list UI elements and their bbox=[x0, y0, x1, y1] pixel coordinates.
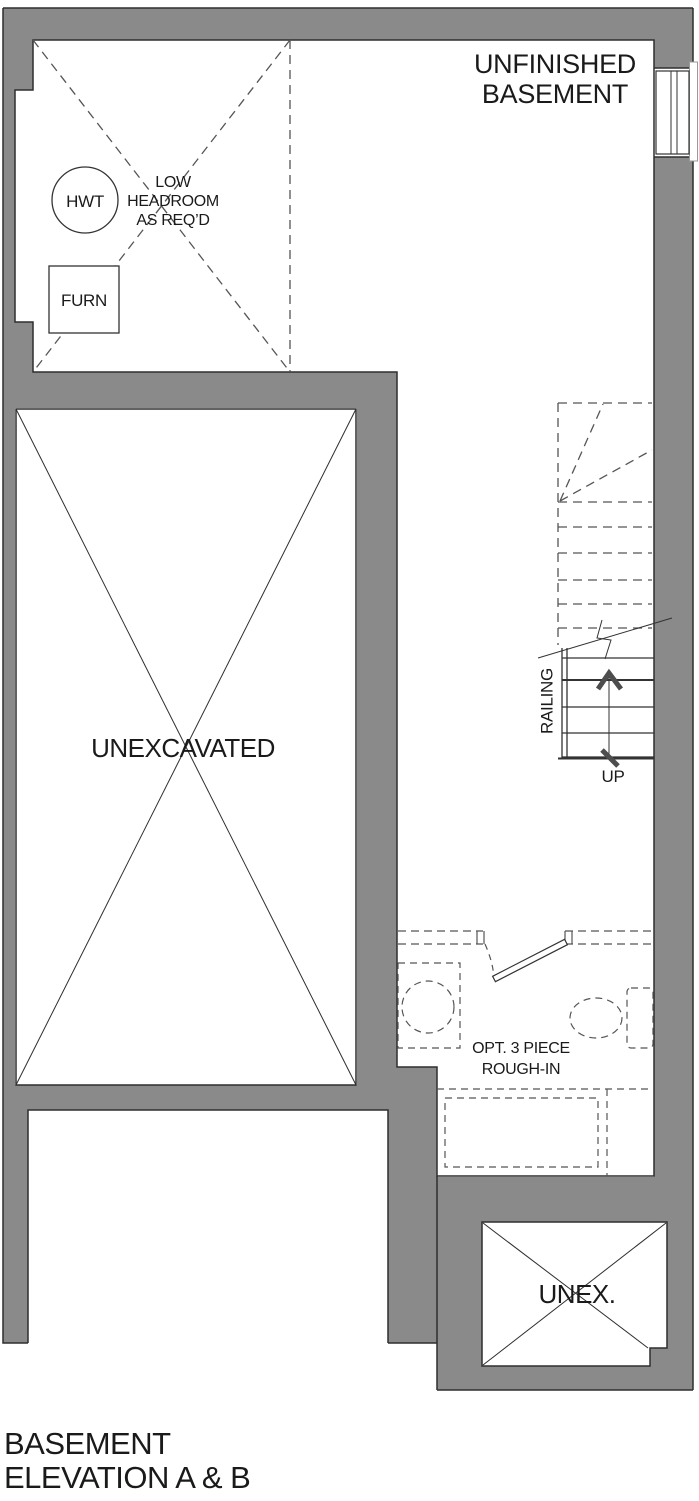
label-hwt: HWT bbox=[66, 192, 104, 211]
outer-edges bbox=[2, 7, 694, 1391]
wall-left-unexcavated bbox=[3, 408, 15, 1085]
wall-right-above-window bbox=[654, 40, 693, 68]
unexcavated-x bbox=[15, 408, 357, 1086]
label-unexcavated: UNEXCAVATED bbox=[91, 733, 275, 763]
unexcavated-x-line2 bbox=[15, 408, 357, 1086]
room-bottom-left bbox=[27, 1109, 389, 1343]
up-arrow-head bbox=[595, 668, 623, 691]
window-frame bbox=[655, 70, 690, 155]
label-unfinished-basement-line1: UNFINISHED bbox=[473, 49, 636, 79]
label-unex: UNEX. bbox=[538, 1279, 616, 1309]
edge-left bbox=[2, 8, 28, 1344]
wall-bath-step bbox=[397, 1067, 437, 1087]
door-leaf bbox=[491, 938, 569, 983]
up-arrow-start-tick bbox=[600, 748, 620, 768]
rooms bbox=[14, 39, 668, 1367]
unex-x-line1 bbox=[482, 1222, 649, 1349]
wall-left-upper bbox=[3, 8, 33, 90]
wall-top-band bbox=[3, 8, 693, 40]
drawing-title-line2: ELEVATION A & B bbox=[4, 1460, 251, 1495]
furnace bbox=[48, 265, 120, 334]
label-furn: FURN bbox=[60, 291, 107, 310]
bath-fixtures bbox=[397, 962, 654, 1176]
room-basement-and-corridor bbox=[14, 39, 655, 1177]
stair-break-line bbox=[537, 617, 673, 659]
label-railing: RAILING bbox=[537, 668, 557, 734]
sink bbox=[401, 980, 455, 1034]
label-unfinished-basement: UNFINISHED BASEMENT bbox=[450, 49, 660, 109]
wall-band-below-unexcavated bbox=[3, 1085, 437, 1110]
equipment bbox=[48, 166, 120, 334]
label-low-headroom-line1: LOW bbox=[155, 174, 191, 191]
tub bbox=[444, 1097, 599, 1168]
unex-x-line2 bbox=[482, 1222, 667, 1366]
label-low-headroom-line2: HEADROOM bbox=[127, 193, 219, 210]
stairs-upper-dashed bbox=[557, 402, 653, 645]
wall-right-main bbox=[654, 157, 693, 1177]
toilet-bowl bbox=[569, 997, 623, 1039]
door-swing-arc bbox=[484, 943, 495, 979]
label-unfinished-basement-line2: BASEMENT bbox=[481, 79, 629, 109]
vanity bbox=[397, 962, 461, 1049]
stairs-lower bbox=[537, 617, 673, 768]
drawing-title-line1: BASEMENT bbox=[4, 1426, 171, 1461]
unex-x bbox=[482, 1222, 667, 1366]
label-up: UP bbox=[601, 767, 625, 786]
wall-mid-band bbox=[3, 372, 397, 408]
wall-left-bottom-room bbox=[3, 1085, 28, 1343]
stair-break-zigzag bbox=[596, 619, 612, 660]
hot-water-tank bbox=[51, 166, 119, 234]
drawing-title: BASEMENT ELEVATION A & B bbox=[4, 1427, 324, 1495]
wall-left-lower bbox=[3, 322, 33, 372]
wall-col-bottom-mid bbox=[388, 1110, 437, 1343]
wall-left-thin bbox=[3, 90, 15, 322]
low-headroom-x1 bbox=[32, 39, 291, 373]
window bbox=[655, 61, 698, 162]
label-low-headroom-line3: AS REQ’D bbox=[136, 212, 210, 229]
label-rough-in-line1: OPT. 3 PIECE bbox=[472, 1040, 570, 1057]
stair-winder-1 bbox=[559, 403, 604, 502]
toilet-tank bbox=[626, 987, 654, 1049]
label-rough-in-line2: ROUGH-IN bbox=[481, 1061, 561, 1078]
stair-winder-2 bbox=[559, 449, 653, 502]
wall-col-unexcavated-right bbox=[357, 408, 397, 1085]
label-rough-in: OPT. 3 PIECE ROUGH-IN bbox=[461, 1038, 581, 1080]
window-sill bbox=[689, 61, 698, 162]
label-low-headroom: LOW HEADROOM AS REQ’D bbox=[123, 173, 223, 230]
